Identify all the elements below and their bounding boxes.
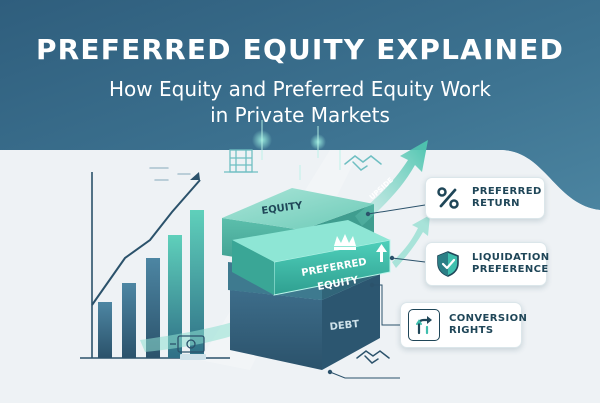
liquidation-preference-label: LIQUIDATION PREFERENCE bbox=[472, 252, 550, 275]
subtitle-line-1: How Equity and Preferred Equity Work bbox=[109, 77, 491, 101]
conversion-arrows-icon bbox=[408, 309, 440, 341]
building-icon bbox=[224, 149, 258, 173]
page-title: PREFERRED EQUITY EXPLAINED bbox=[35, 33, 565, 66]
up-arrow-icon bbox=[376, 244, 387, 262]
percent-icon bbox=[433, 183, 463, 213]
money-icon bbox=[170, 335, 206, 360]
preferred-return-card: PREFERRED RETURN bbox=[425, 177, 545, 219]
upside-arrow bbox=[355, 140, 428, 226]
page-subtitle: How Equity and Preferred Equity Work in … bbox=[0, 76, 600, 128]
liquidation-preference-card: LIQUIDATION PREFERENCE bbox=[425, 242, 550, 286]
growth-bar-chart bbox=[80, 167, 230, 359]
subtitle-line-2: in Private Markets bbox=[210, 103, 390, 127]
handshake-bottom-icon bbox=[356, 350, 390, 364]
conversion-rights-card: CONVERSION RIGHTS bbox=[400, 302, 527, 348]
header-background bbox=[0, 0, 600, 210]
preferred-return-label: PREFERRED RETURN bbox=[472, 186, 542, 209]
shield-check-icon bbox=[433, 249, 463, 279]
conversion-rights-label: CONVERSION RIGHTS bbox=[449, 313, 528, 336]
crown-icon bbox=[334, 234, 356, 250]
handshake-icon bbox=[344, 155, 382, 171]
debt-label: DEBT bbox=[329, 319, 360, 333]
